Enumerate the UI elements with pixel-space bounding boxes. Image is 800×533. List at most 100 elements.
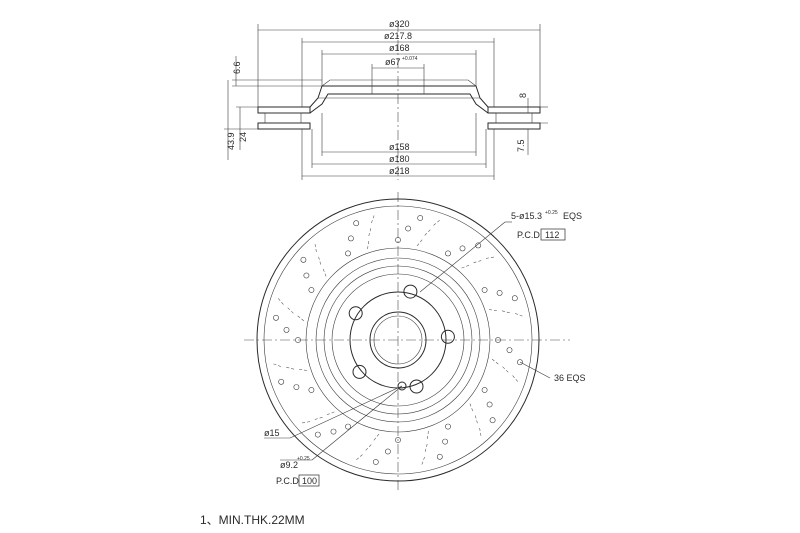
drill-hole <box>517 359 523 366</box>
slot-mark <box>488 309 498 312</box>
dims-below <box>301 113 495 180</box>
dims-right <box>520 98 548 155</box>
drill-hole <box>395 437 401 443</box>
leaders <box>264 221 551 461</box>
slot-mark <box>485 256 496 259</box>
drilled-holes <box>272 214 524 466</box>
left-vane <box>264 112 302 124</box>
slot-mark <box>512 375 519 383</box>
drill-hole <box>345 250 351 257</box>
drill-hole <box>278 378 285 385</box>
slot-mark <box>424 228 432 236</box>
drill-hole <box>506 347 513 353</box>
bolt-holes <box>348 284 455 394</box>
hub-bore-tolerance: +0.074 <box>402 56 418 62</box>
dim-hub-bore: ø67 <box>385 57 401 67</box>
drill-hole <box>445 250 451 257</box>
drill-hole <box>384 448 391 455</box>
dim-vane-diameter: ø180 <box>389 154 410 164</box>
right-vane <box>495 112 533 124</box>
drill-hole <box>475 242 482 249</box>
pcd-value-top: 112 <box>545 230 559 240</box>
bolt-hole-callout: 5-ø15.3 <box>511 211 542 221</box>
drill-hole <box>489 417 496 424</box>
slot-mark <box>426 430 429 440</box>
bolt-hole <box>403 284 418 299</box>
drill-hole <box>395 237 401 243</box>
dim-hat-height: 43.9 <box>226 132 236 150</box>
pcd-label-top: P.C.D <box>517 230 540 240</box>
drill-hole <box>295 337 301 343</box>
dim-outer-diameter: ø320 <box>389 19 410 29</box>
right-inner-plate <box>487 122 541 130</box>
disc-outer-chamfer <box>263 205 533 475</box>
min-thickness-note: 1、MIN.THK.22MM <box>200 513 305 527</box>
hat-inner-profile <box>309 93 489 114</box>
slot-mark <box>421 456 425 466</box>
hat-ring-2 <box>323 265 473 415</box>
slot-mark <box>355 454 363 461</box>
slot-mark <box>296 315 305 322</box>
slot-mark <box>469 403 474 413</box>
drill-hole <box>405 225 411 232</box>
drill-hole <box>353 220 360 227</box>
dim-friction-inner: ø218 <box>389 166 410 176</box>
slot-mark <box>475 415 478 425</box>
bolt-hole-tolerance: +0.25 <box>545 210 558 216</box>
drill-hole <box>459 245 466 252</box>
slot-mark <box>298 368 308 371</box>
drill-hole <box>417 215 424 221</box>
slot-mark <box>416 238 423 247</box>
slot-mark <box>514 313 524 317</box>
dim-hat-top-diameter: ø168 <box>389 43 410 53</box>
disc-outer-edge <box>256 198 540 482</box>
slot-mark <box>461 264 471 269</box>
bolt-hole <box>409 379 424 394</box>
bolt-hole <box>348 306 363 321</box>
slot-mark <box>314 242 317 253</box>
slot-mark <box>371 214 375 224</box>
drill-hole <box>283 326 290 333</box>
small-hole-label: ø15 <box>264 428 280 438</box>
drill-hole <box>372 459 379 465</box>
bolt-hole <box>352 364 367 379</box>
drill-hole <box>345 423 351 430</box>
bolt-hole <box>440 329 455 344</box>
drill-hole <box>442 438 448 445</box>
slot-mark <box>364 444 372 452</box>
drill-count: 36 EQS <box>554 373 586 383</box>
hat-ring-1 <box>315 257 481 423</box>
drill-hole <box>300 256 307 263</box>
section-view: ø320 ø217.8 ø168 ø67 +0.074 ø158 ø180 ø2… <box>224 19 548 180</box>
drill-hole <box>496 289 503 296</box>
pcd-box-top <box>540 228 566 241</box>
drill-hole <box>511 295 518 302</box>
pin-hole <box>397 381 407 391</box>
hat-outer-profile <box>309 85 489 108</box>
drill-hole <box>308 387 315 393</box>
slot-mark <box>300 421 311 424</box>
slot-mark <box>325 411 335 416</box>
slot-mark <box>433 219 441 226</box>
slot-mark <box>479 427 482 438</box>
slot-mark <box>286 306 294 314</box>
pcd-box-bottom <box>298 474 320 487</box>
slot-mark <box>285 366 295 370</box>
slot-mark <box>473 260 483 263</box>
drill-hole <box>293 384 300 390</box>
slot-mark <box>368 227 372 237</box>
drill-hole <box>436 453 443 460</box>
pin-hole-label: ø9.2 <box>280 460 298 470</box>
dim-disc-thickness: 24 <box>238 132 248 142</box>
dim-hat-diameter: ø217.8 <box>384 31 412 41</box>
drill-hole <box>273 314 279 321</box>
slot-mark <box>373 433 380 442</box>
dim-plate-thickness: 8 <box>518 93 528 98</box>
slot-mark <box>491 358 500 365</box>
slot-mark <box>502 366 510 374</box>
drill-hole <box>486 401 493 408</box>
slot-mark <box>313 417 323 420</box>
hub-bore-outer <box>369 311 427 369</box>
pin-hole-tolerance: +0.25 <box>297 456 310 462</box>
